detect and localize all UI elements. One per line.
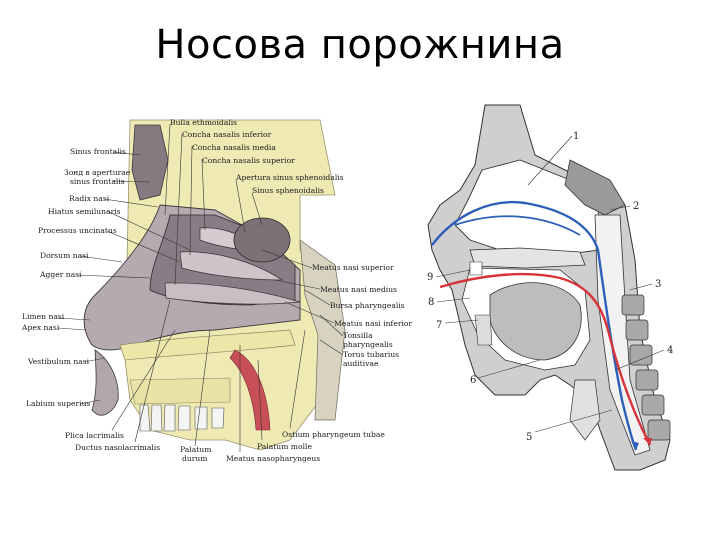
right-label-leaders <box>261 249 344 356</box>
label-meatus-nasopharyngeus: Meatus nasopharyngeus <box>226 454 320 463</box>
label-meatus-inferior: Meatus nasi inferior <box>334 319 412 328</box>
label-auditivae: auditivae <box>343 359 379 368</box>
schematic-pharynx <box>594 214 651 456</box>
number-2: 2 <box>633 201 639 212</box>
right-labels: Meatus nasi superior Meatus nasi medius … <box>312 263 412 368</box>
label-palatum: Palatum <box>180 445 211 454</box>
label-concha-inferior: Concha nasalis inferior <box>182 130 272 139</box>
label-durum: durum <box>182 454 207 463</box>
label-hiatus-semilunaris: Hiatus semilunaris <box>48 207 121 216</box>
label-apertura-sphenoidalis: Apertura sinus sphenoidalis <box>235 173 344 182</box>
top-label-leaders <box>164 123 263 286</box>
page-title: Носова порожнина <box>155 22 565 68</box>
label-ostium-pharyngeum: Ostium pharyngeum tubae <box>282 430 385 439</box>
number-9: 9 <box>427 272 433 283</box>
label-processus-uncinatus: Processus uncinatus <box>38 226 117 235</box>
label-radix-nasi: Radix nasi <box>69 194 110 203</box>
left-labels: Sinus frontalis Зонд в aperturae sinus f… <box>21 147 385 463</box>
label-zond-2: sinus frontalis <box>70 177 125 186</box>
label-dorsum-nasi: Dorsum nasi <box>40 251 89 260</box>
airflow-inhale <box>431 200 638 451</box>
teeth <box>139 404 225 432</box>
number-3: 3 <box>655 279 661 290</box>
label-concha-media: Concha nasalis media <box>192 143 276 152</box>
pharyngeal-wall <box>299 239 346 421</box>
label-agger-nasi: Agger nasi <box>39 270 82 279</box>
label-zond: Зонд в aperturae <box>64 168 131 177</box>
hard-palate <box>119 329 296 361</box>
sphenoid-sinus <box>233 217 291 263</box>
label-concha-superior: Concha nasalis superior <box>202 156 295 165</box>
label-apex-nasi: Apex nasi <box>21 323 60 332</box>
schematic-numbers: 1 2 3 4 5 6 7 8 9 <box>427 131 673 443</box>
schematic-tongue <box>489 282 582 361</box>
concha-media <box>179 251 284 281</box>
label-meatus-medius: Meatus nasi medius <box>320 285 397 294</box>
number-8: 8 <box>428 297 434 308</box>
label-ductus-nasolacrimalis: Ductus nasolacrimalis <box>75 443 160 452</box>
frontal-sinus <box>131 124 169 201</box>
label-vestibulum-nasi: Vestibulum nasi <box>27 357 90 366</box>
sagittal-schematic <box>427 104 671 471</box>
nasal-cavity-illustration <box>83 119 346 451</box>
label-pharyngealis: pharyngealis <box>343 340 393 349</box>
label-tonsilla: Tonsilla <box>343 331 373 340</box>
number-7: 7 <box>436 320 442 331</box>
number-6: 6 <box>470 375 476 386</box>
top-labels: Bulla ethmoidalis Concha nasalis inferio… <box>170 118 344 195</box>
airflow-inhale-2 <box>454 215 581 236</box>
label-bulla-ethmoidalis: Bulla ethmoidalis <box>170 118 237 127</box>
number-leaders <box>435 135 665 433</box>
label-meatus-superior: Meatus nasi superior <box>312 263 394 272</box>
label-sinus-frontalis: Sinus frontalis <box>70 147 126 156</box>
schematic-palate <box>469 247 586 269</box>
upper-lip <box>91 349 119 416</box>
number-5: 5 <box>526 432 532 443</box>
concha-inferior <box>164 282 301 305</box>
airflow-exhale <box>439 272 652 446</box>
left-label-leaders <box>57 151 306 452</box>
number-1: 1 <box>573 131 579 142</box>
vertebrae <box>621 294 671 441</box>
label-limen-nasi: Limen nasi <box>22 312 65 321</box>
label-plica-lacrimalis: Plica lacrimalis <box>65 431 124 440</box>
label-torus-tubarius: Torus tubarius <box>343 350 399 359</box>
label-palatum-molle: Palatum molle <box>257 442 312 451</box>
label-labium-superius: Labium superius <box>26 399 90 408</box>
label-sinus-sphenoidalis: Sinus sphenoidalis <box>252 186 324 195</box>
label-bursa-pharyngealis: Bursa pharyngealis <box>330 301 405 310</box>
number-4: 4 <box>667 345 673 356</box>
